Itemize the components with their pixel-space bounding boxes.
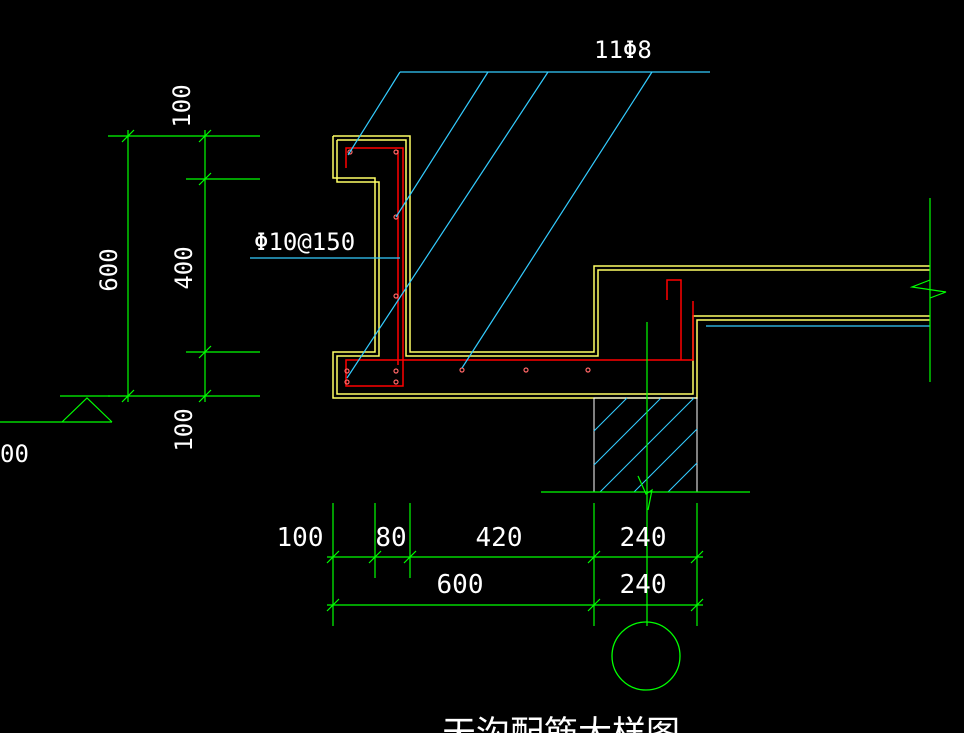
ground-level-marker <box>0 395 113 423</box>
rebar <box>345 147 694 387</box>
gutter-outline-inner <box>336 139 930 395</box>
dim-h-100: 100 <box>277 523 324 553</box>
brick-wall <box>541 322 750 626</box>
drawing-title: 天沟配筋大样图 <box>442 714 680 733</box>
main-bar-callout: 11Φ8 <box>594 36 652 64</box>
rebar-stirrup-outer <box>345 147 694 387</box>
dim-h-80: 80 <box>375 523 406 553</box>
horizontal-dimensions <box>326 503 704 626</box>
dim-vertical-bottom: 100 <box>170 408 198 451</box>
dim-vertical-mid: 400 <box>170 246 198 289</box>
vertical-dimensions <box>108 129 260 403</box>
dim-vertical-total: 600 <box>95 248 123 291</box>
brick-wall-hatch <box>593 397 698 493</box>
axis-bubble <box>611 621 681 691</box>
rebar-dots <box>344 149 591 385</box>
gutter-outline-outer <box>332 135 930 399</box>
dim-vertical-top: 100 <box>168 84 196 127</box>
dim-h-600: 600 <box>437 570 484 600</box>
rebar-top-hook <box>666 279 682 360</box>
ground-level-value: 00 <box>0 440 29 468</box>
leader-lines <box>250 71 710 379</box>
break-line-right <box>909 198 947 382</box>
dim-h-420: 420 <box>476 523 523 553</box>
dim-h-240-top: 240 <box>620 523 667 553</box>
stirrup-callout: Φ10@150 <box>254 228 355 256</box>
dim-h-240-bottom: 240 <box>620 570 667 600</box>
